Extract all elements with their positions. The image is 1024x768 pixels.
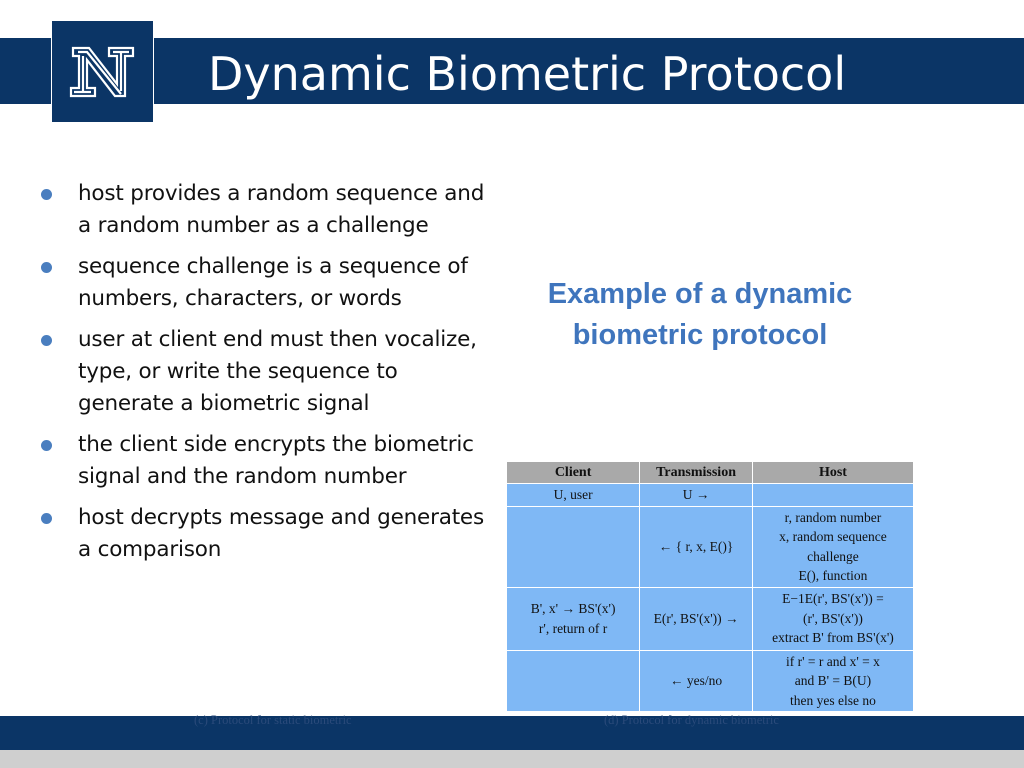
bullet-dot-icon xyxy=(41,440,52,451)
table-cell-line: x, random sequence challenge xyxy=(779,529,887,564)
table-cell-host: r, random number x, random sequence chall… xyxy=(751,505,915,588)
caption-dynamic-protocol: (d) Protocol for dynamic biometric xyxy=(604,713,779,727)
caption-static-protocol: (c) Protocol for static biometric xyxy=(194,713,352,727)
bullet-dot-icon xyxy=(41,189,52,200)
table-cell-host xyxy=(751,483,915,507)
university-logo xyxy=(51,20,154,123)
table-cell-client: B', x' → BS'(x') r', return of r xyxy=(505,586,641,651)
table-row: ← yes/no if r' = r and x' = x and B' = B(U… xyxy=(505,649,915,712)
table-cell-client: U, user xyxy=(505,483,641,507)
table-cell-line: E−1E(r', BS'(x')) = xyxy=(782,591,884,607)
footer-bar xyxy=(0,716,1024,750)
column-header-host: Host xyxy=(751,461,915,484)
table-cell-line: U → xyxy=(682,487,710,502)
university-n-logo-icon xyxy=(69,46,134,97)
table-cell-line: E(r', BS'(x')) → xyxy=(653,610,739,626)
bullet-list: host provides a random sequence and a ra… xyxy=(38,178,498,575)
title-bar xyxy=(0,38,1024,104)
table-cell-line: r, random number xyxy=(784,509,882,525)
table-cell-line: B', x' → BS'(x') xyxy=(530,601,616,616)
figure-caption: Example of a dynamic biometric protocol xyxy=(547,278,853,351)
protocol-table: Client Transmission Host U, user U → ← { r… xyxy=(505,461,915,712)
bullet-item: user at client end must then vocalize, t… xyxy=(38,324,498,420)
table-cell-transmission: E(r', BS'(x')) → xyxy=(639,586,753,651)
bullet-item: the client side encrypts the biometric s… xyxy=(38,429,498,493)
table-row: U, user U → xyxy=(505,483,915,507)
table-cell-client xyxy=(505,505,641,588)
table-cell-line: (r', BS'(x')) xyxy=(803,610,863,626)
bullet-item: host provides a random sequence and a ra… xyxy=(38,178,498,242)
table-cell-line: r', return of r xyxy=(538,620,608,636)
table-cell-host: E−1E(r', BS'(x')) = (r', BS'(x')) extract … xyxy=(751,586,915,651)
table-cell-line: U, user xyxy=(553,487,593,502)
bullet-dot-icon xyxy=(41,513,52,524)
table-row: ← { r, x, E()} r, random number x, random … xyxy=(505,505,915,588)
table-cell-transmission: U → xyxy=(639,483,753,507)
table-cell-client xyxy=(505,649,641,712)
table-cell-line: ← { r, x, E()} xyxy=(658,538,734,554)
table-cell-line: then yes else no xyxy=(790,692,876,708)
table-cell-transmission: ← yes/no xyxy=(639,649,753,712)
table-cell-line: extract B' from BS'(x') xyxy=(772,630,894,646)
table-cell-line: and B' = B(U) xyxy=(794,673,872,688)
column-header-transmission: Transmission xyxy=(639,461,753,484)
slide-title: Dynamic Biometric Protocol xyxy=(208,47,847,101)
table-cell-transmission: ← { r, x, E()} xyxy=(639,505,753,588)
bullet-item: host decrypts message and generates a co… xyxy=(38,502,498,566)
column-header-client: Client xyxy=(505,461,641,484)
table-cell-line: E(), function xyxy=(798,568,868,583)
footer-strip xyxy=(0,750,1024,768)
table-cell-host: if r' = r and x' = x and B' = B(U) then ye… xyxy=(751,649,915,712)
table-row: B', x' → BS'(x') r', return of r E(r', BS'… xyxy=(505,586,915,651)
bullet-dot-icon xyxy=(41,335,52,346)
table-cell-line: if r' = r and x' = x xyxy=(785,653,880,669)
protocol-table-body: U, user U → ← { r, x, E()} r, random number… xyxy=(505,483,915,712)
bullet-item: sequence challenge is a sequence of numb… xyxy=(38,251,498,315)
table-header-row: Client Transmission Host xyxy=(505,461,915,484)
table-cell-line: ← yes/no xyxy=(669,673,723,688)
bullet-dot-icon xyxy=(41,262,52,273)
